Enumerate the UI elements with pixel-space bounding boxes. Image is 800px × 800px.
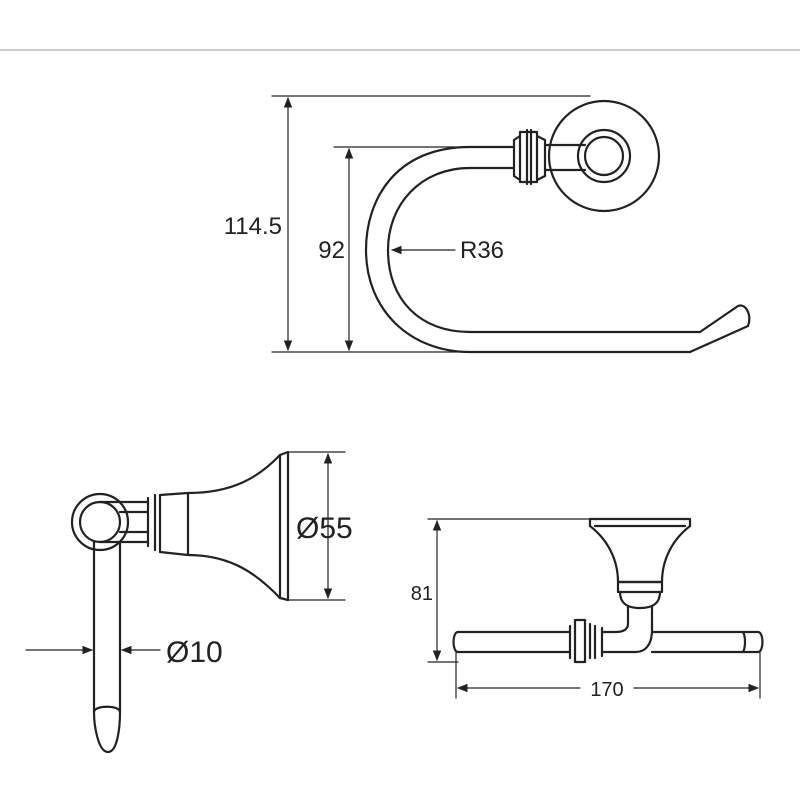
collar [512,128,547,186]
top-rod-right-end [718,630,764,654]
dim-base-diameter: Ø55 [296,512,353,545]
side-view: Ø55 Ø10 [25,450,353,754]
side-collar [146,491,190,557]
side-arm [98,500,150,544]
side-rod [92,540,122,714]
top-collar [568,618,604,664]
top-elbow [614,604,722,654]
dim-length: 170 [590,679,623,701]
side-end-inner [78,500,122,544]
dim-inner-height: 92 [318,237,345,264]
flange-ring-inner [583,135,625,177]
side-end-outer [70,492,130,552]
lower-arm-tip [688,304,751,354]
side-bell [186,450,290,602]
flange-outer-circle [547,99,661,213]
top-bell [588,517,692,584]
front-view: 114.5 92 R36 [224,95,751,354]
collar-to-flange [543,143,587,172]
upper-arm [468,145,516,170]
dim-radius: R36 [460,237,504,264]
dim-side-height: 81 [411,583,433,605]
lower-arm [468,330,702,354]
top-base-rings [616,580,664,610]
curved-arm-outer [364,145,472,354]
dim-overall-height: 114.5 [224,213,282,240]
flange-ring-outer [576,128,632,184]
curved-arm-inner [386,166,472,334]
dim-rod-diameter: Ø10 [166,636,223,669]
side-rod-tip [92,705,122,754]
top-rod [456,630,760,654]
top-rod-left-end [452,630,460,654]
top-view: 81 170 [411,517,764,701]
